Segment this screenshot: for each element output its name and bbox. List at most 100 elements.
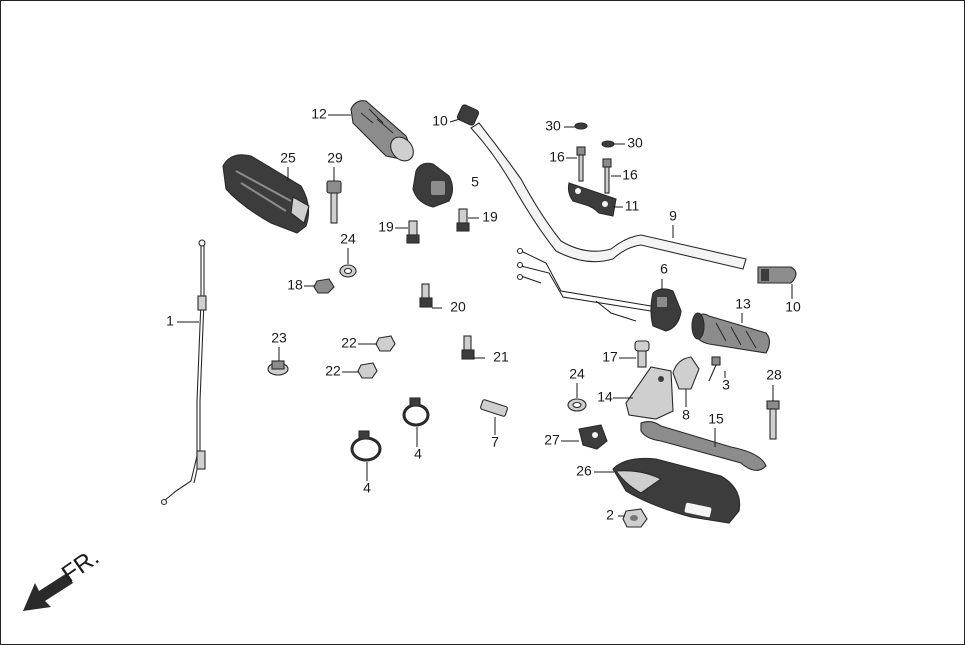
switch-7 [480,399,508,417]
callout-22-top: 22 [341,335,377,351]
callout-30-top-label: 30 [545,118,561,134]
callout-25: 25 [280,150,296,181]
callout-23: 23 [271,330,287,361]
screw-19-left [406,220,420,244]
callout-23-label: 23 [271,330,287,346]
callout-25-label: 25 [280,150,296,166]
callout-29: 29 [327,150,343,181]
callout-16-right: 16 [611,167,638,183]
lever-bracket [625,366,674,420]
callout-1-label: 1 [166,313,174,329]
washer-24-left [339,264,357,278]
callout-24-left-label: 24 [340,231,356,247]
callout-14: 14 [597,389,633,405]
nut-22-bottom [357,362,378,379]
screw-20 [419,283,433,308]
callout-16-left-label: 16 [549,149,565,165]
screw-21 [461,335,475,360]
callout-8-label: 8 [682,407,690,423]
callout-9-label: 9 [669,208,677,224]
nut-23 [267,360,289,376]
callout-16-right-label: 16 [622,167,638,183]
callout-3-label: 3 [722,377,730,393]
callout-11: 11 [613,198,639,214]
callout-21: 21 [473,349,509,365]
callout-2: 2 [606,507,625,523]
handguard-left [222,154,310,234]
callout-28: 28 [766,367,782,401]
callout-10-top: 10 [432,113,461,129]
lever-holder [672,356,700,390]
handguard-right [612,457,741,524]
callout-29-label: 29 [327,150,343,166]
callout-5-label: 5 [471,174,479,190]
callout-30-right: 30 [614,135,643,151]
wire-harness [516,247,652,322]
callout-24-right: 24 [569,366,585,398]
callout-7-label: 7 [491,434,499,450]
callout-18: 18 [287,277,315,293]
callout-24-left: 24 [340,231,356,264]
callout-17: 17 [602,349,636,365]
callout-5: 5 [471,174,479,190]
nut-2 [622,508,648,528]
callout-27: 27 [544,432,579,448]
bolt-28 [766,400,780,440]
callout-11-label: 11 [625,198,640,214]
callout-20: 20 [432,299,466,315]
callout-9: 9 [669,208,677,238]
throttle-grip [350,100,414,162]
callout-22-bottom-label: 22 [325,363,341,379]
callout-26-label: 26 [576,463,592,479]
bar-end-plug-right [757,266,797,284]
callout-13-label: 13 [735,296,751,312]
callout-1: 1 [166,313,199,329]
callout-3: 3 [722,371,730,393]
handlebar [470,122,747,270]
callout-16-left: 16 [549,149,577,165]
nut-22-top [375,335,396,352]
pivot-pin-17 [634,340,650,368]
mirror-clamp-27 [578,424,608,450]
clamp-bolt-1 [576,146,586,182]
callout-14-label: 14 [597,389,613,405]
callout-12: 12 [311,106,351,122]
callout-10-right: 10 [785,284,801,315]
callout-7: 7 [491,417,499,450]
washer-30-side [601,140,615,148]
callout-19-right: 19 [468,209,498,225]
callout-22-bottom: 22 [325,363,359,379]
nut-18 [313,278,335,294]
hose-clamp-4-right [402,397,430,427]
bolt-3 [708,356,721,382]
callout-19-right-label: 19 [482,209,498,225]
bolt-29 [326,180,342,224]
callout-17-label: 17 [602,349,618,365]
hose-clamp-4-left [350,430,382,462]
arrow-down-left-icon [23,573,73,611]
callout-2-label: 2 [606,507,614,523]
callout-26: 26 [576,463,614,479]
callout-30-top: 30 [545,118,575,134]
callout-18-label: 18 [287,277,303,293]
callout-30-right-label: 30 [627,135,643,151]
callout-20-label: 20 [450,299,466,315]
callout-13: 13 [735,296,751,323]
callout-19-left-label: 19 [378,219,394,235]
callout-28-label: 28 [766,367,782,383]
left-grip [691,312,771,354]
callout-19-left: 19 [378,219,408,235]
callout-10-top-label: 10 [432,113,448,129]
throttle-cable [160,239,207,506]
clamp-bolt-2 [602,158,612,194]
callout-22-top-label: 22 [341,335,357,351]
left-switch-housing [650,288,682,332]
clutch-lever [640,420,767,471]
washer-24-right [567,398,587,412]
washer-30-top [574,122,588,130]
callout-15-label: 15 [708,411,724,427]
callout-6: 6 [660,261,668,290]
callout-6-label: 6 [660,261,668,277]
